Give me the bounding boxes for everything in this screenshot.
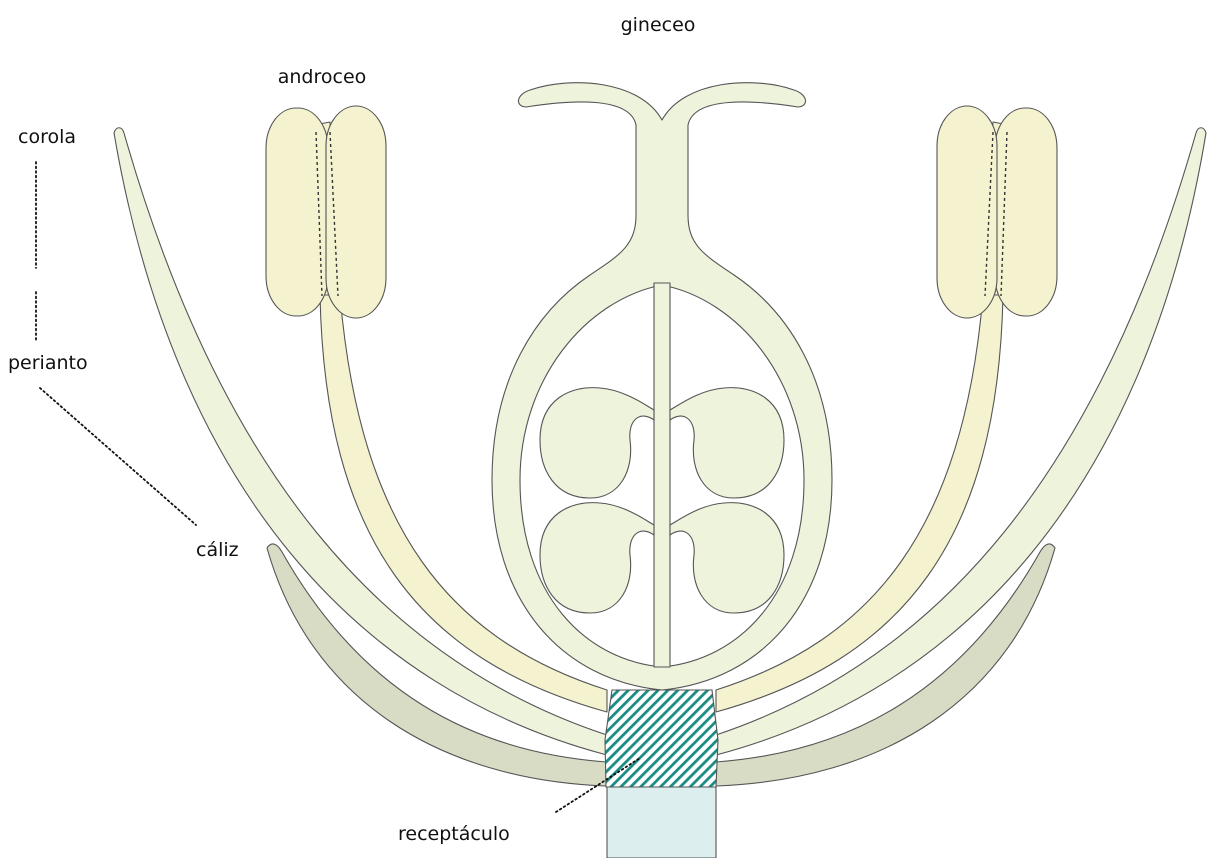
placenta-column: [654, 283, 670, 667]
stamen-left-anther-lobe-b: [326, 106, 386, 318]
stamen-right-anther-lobe-b: [937, 106, 997, 318]
label-androceo: androceo: [278, 66, 367, 88]
label-caliz: cáliz: [196, 539, 239, 561]
label-perianto: perianto: [8, 352, 88, 374]
pistil: [492, 83, 832, 690]
stem: [607, 785, 716, 858]
label-gineceo: gineceo: [621, 14, 696, 36]
label-receptaculo: receptáculo: [398, 823, 510, 845]
caliz-leader: [40, 388, 196, 525]
label-corola: corola: [18, 126, 76, 148]
receptacle: [605, 690, 718, 787]
